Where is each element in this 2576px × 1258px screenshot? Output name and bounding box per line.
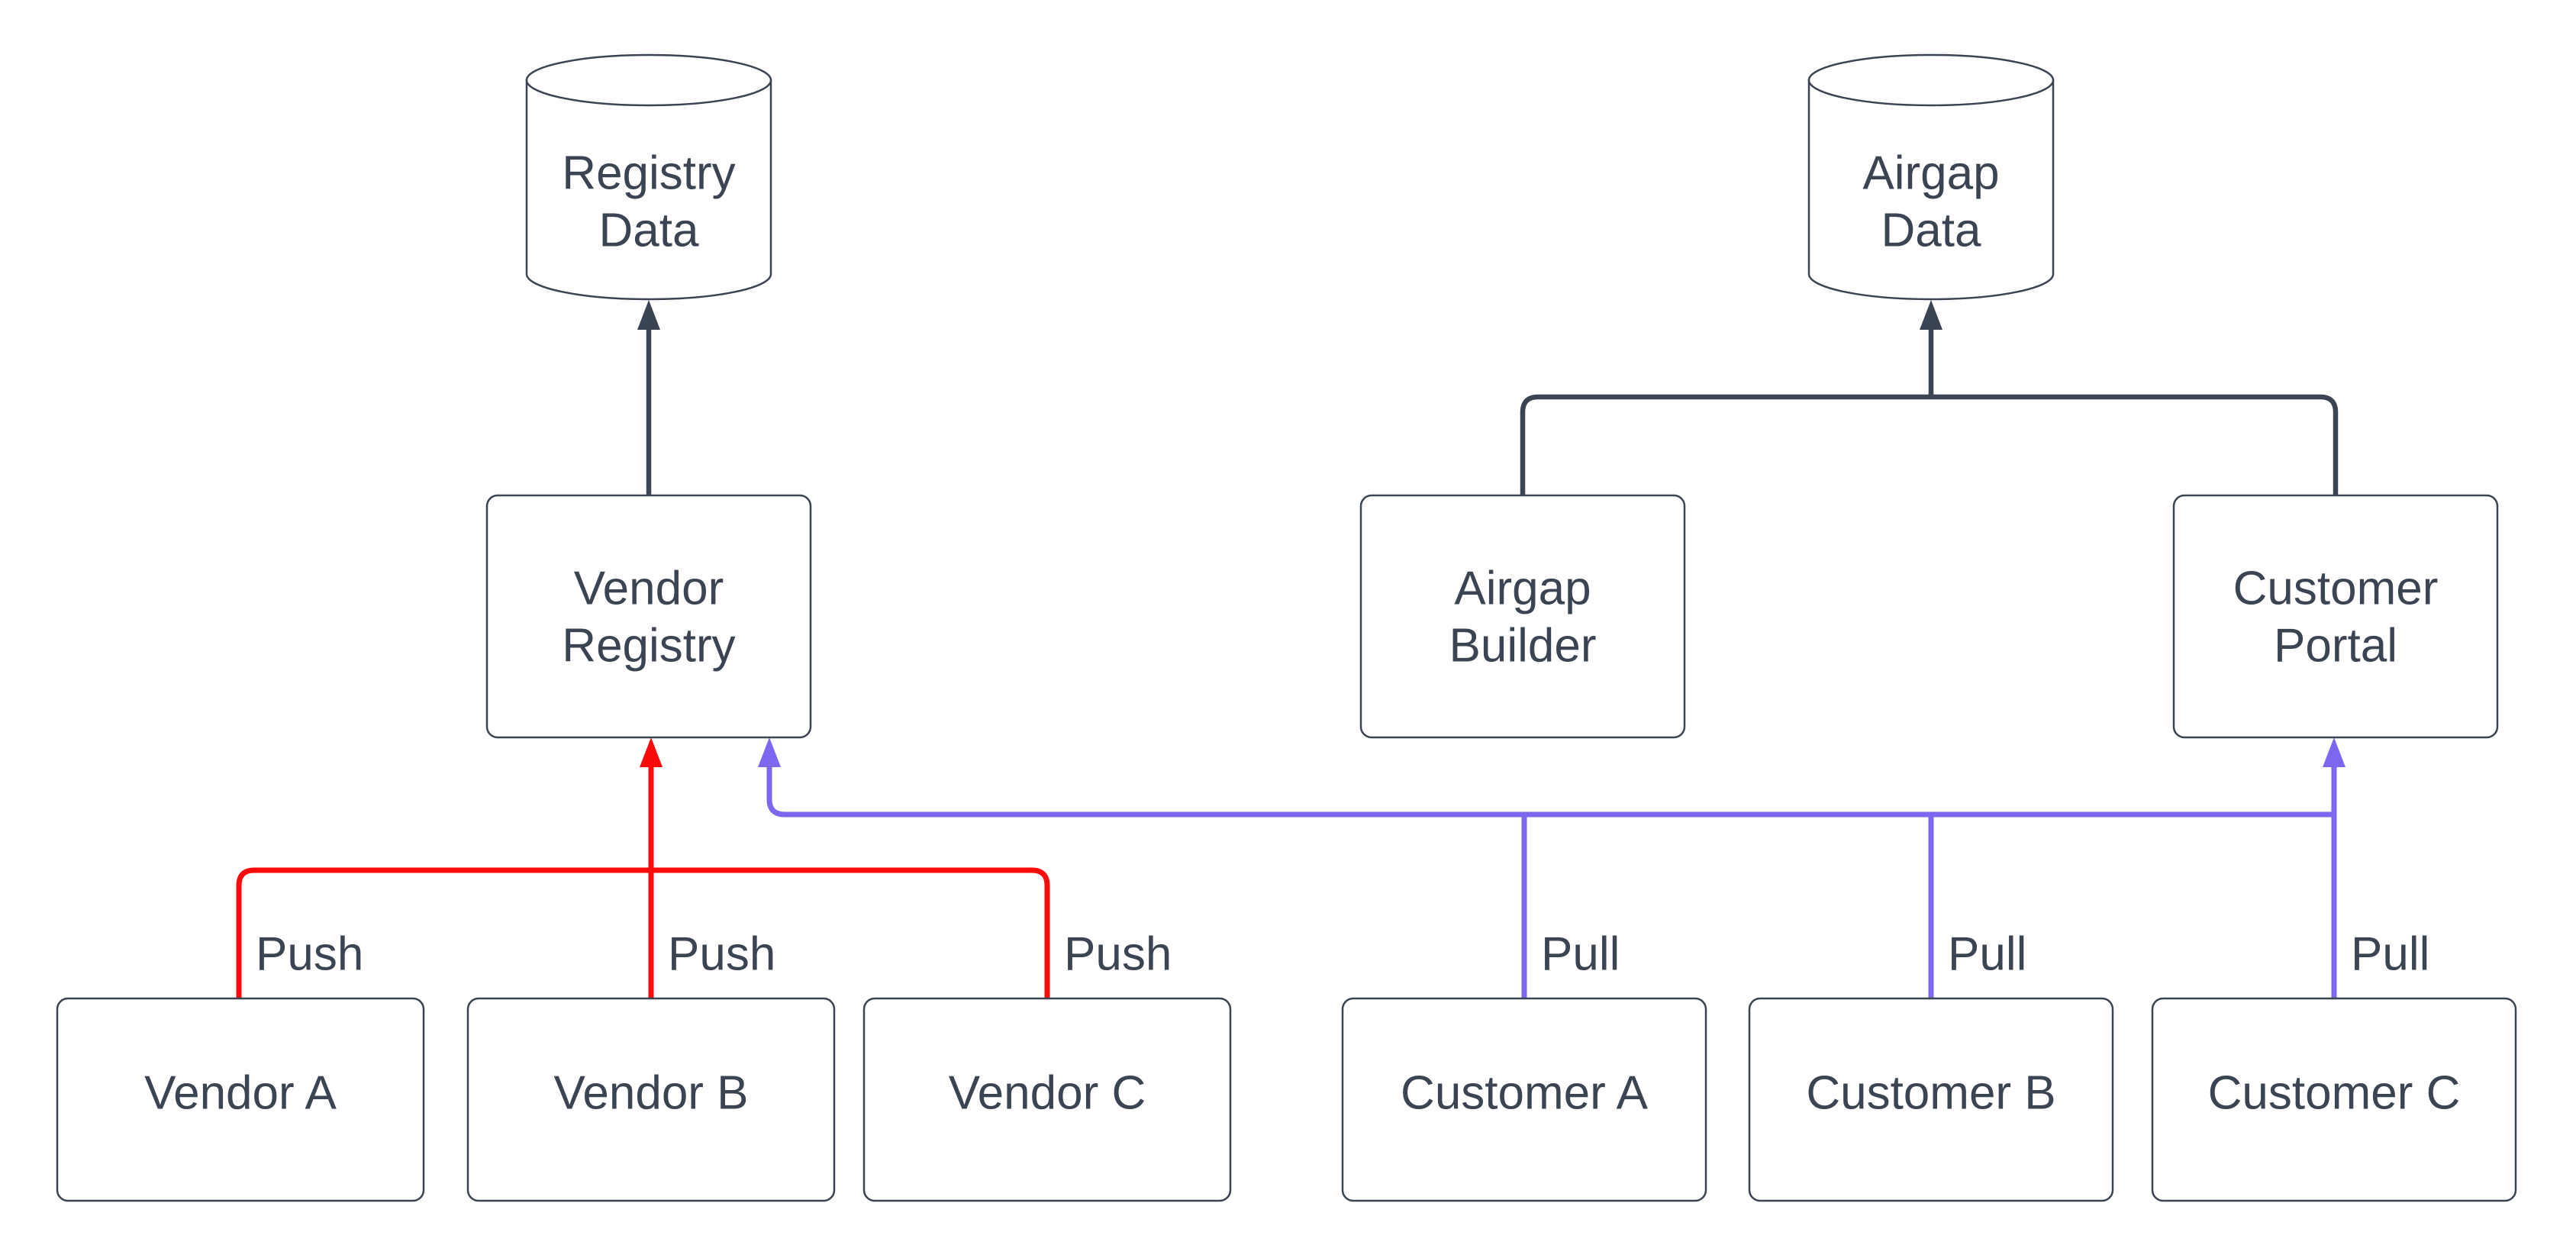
node-customer-b: Customer B: [1748, 997, 2114, 1202]
arrowhead-push-into-vendor-registry: [640, 737, 663, 767]
arrowhead-pull-into-vendor-registry: [758, 737, 781, 767]
box: [862, 997, 1232, 1202]
node-label-customer-c: Customer C: [2208, 1067, 2461, 1120]
node-label-customer-portal-line1: Customer: [2233, 563, 2439, 615]
box: [1341, 997, 1707, 1202]
node-label-vendor-a: Vendor A: [144, 1067, 337, 1120]
box: [2172, 494, 2499, 739]
edge-group: [236, 300, 2345, 998]
arrowhead-into-registry-data: [637, 300, 660, 330]
box: [1359, 494, 1686, 739]
node-vendor-b: Vendor B: [466, 997, 836, 1202]
node-group: Registry Data Airgap Data Vendor Registr…: [56, 53, 2517, 1202]
edge-label-pull-a: Pull: [1541, 928, 1620, 981]
edge-push-trunk: [236, 867, 1050, 998]
node-label-customer-b: Customer B: [1806, 1067, 2055, 1120]
node-registry-data: Registry Data: [525, 53, 772, 301]
box: [1748, 997, 2114, 1202]
node-label-customer-portal-line2: Portal: [2274, 620, 2397, 673]
box: [2151, 997, 2517, 1202]
edge-label-pull-b: Pull: [1948, 928, 2026, 981]
edge-label-push-a: Push: [256, 928, 363, 981]
node-label-registry-data-line2: Data: [599, 205, 699, 257]
node-label-airgap-data-line2: Data: [1881, 205, 1981, 257]
node-airgap-data: Airgap Data: [1807, 53, 2055, 301]
node-label-vendor-b: Vendor B: [553, 1067, 748, 1120]
node-label-vendor-registry-line2: Registry: [562, 620, 735, 673]
node-vendor-registry: Vendor Registry: [485, 494, 812, 739]
cylinder-top: [1807, 53, 2055, 107]
cylinder-top: [525, 53, 772, 107]
cylinder-body: [1807, 79, 2055, 301]
arrowhead-into-airgap-data: [1920, 300, 1942, 330]
node-vendor-a: Vendor A: [56, 997, 425, 1202]
node-airgap-builder: Airgap Builder: [1359, 494, 1686, 739]
edge-pull-trunk: [766, 766, 2334, 818]
node-vendor-c: Vendor C: [862, 997, 1232, 1202]
arrowhead-pull-into-customer-portal: [2323, 737, 2345, 767]
box: [466, 997, 836, 1202]
cylinder-body: [525, 79, 772, 301]
node-label-customer-a: Customer A: [1401, 1067, 1649, 1120]
node-label-airgap-builder-line1: Airgap: [1454, 563, 1591, 615]
node-label-airgap-builder-line2: Builder: [1449, 620, 1597, 673]
node-customer-a: Customer A: [1341, 997, 1707, 1202]
edge-label-push-c: Push: [1064, 928, 1172, 981]
node-label-vendor-registry-line1: Vendor: [574, 563, 724, 615]
edge-label-push-b: Push: [668, 928, 775, 981]
node-label-airgap-data-line1: Airgap: [1862, 147, 1999, 200]
node-label-vendor-c: Vendor C: [949, 1067, 1146, 1120]
node-label-registry-data-line1: Registry: [562, 147, 735, 200]
edge-label-group: Push Push Push Pull Pull Pull: [256, 928, 2429, 981]
box: [485, 494, 812, 739]
node-customer-portal: Customer Portal: [2172, 494, 2499, 739]
edge-airgap-builder-customer-portal-join: [1520, 394, 2339, 495]
box: [56, 997, 425, 1202]
edge-label-pull-c: Pull: [2351, 928, 2429, 981]
node-customer-c: Customer C: [2151, 997, 2517, 1202]
